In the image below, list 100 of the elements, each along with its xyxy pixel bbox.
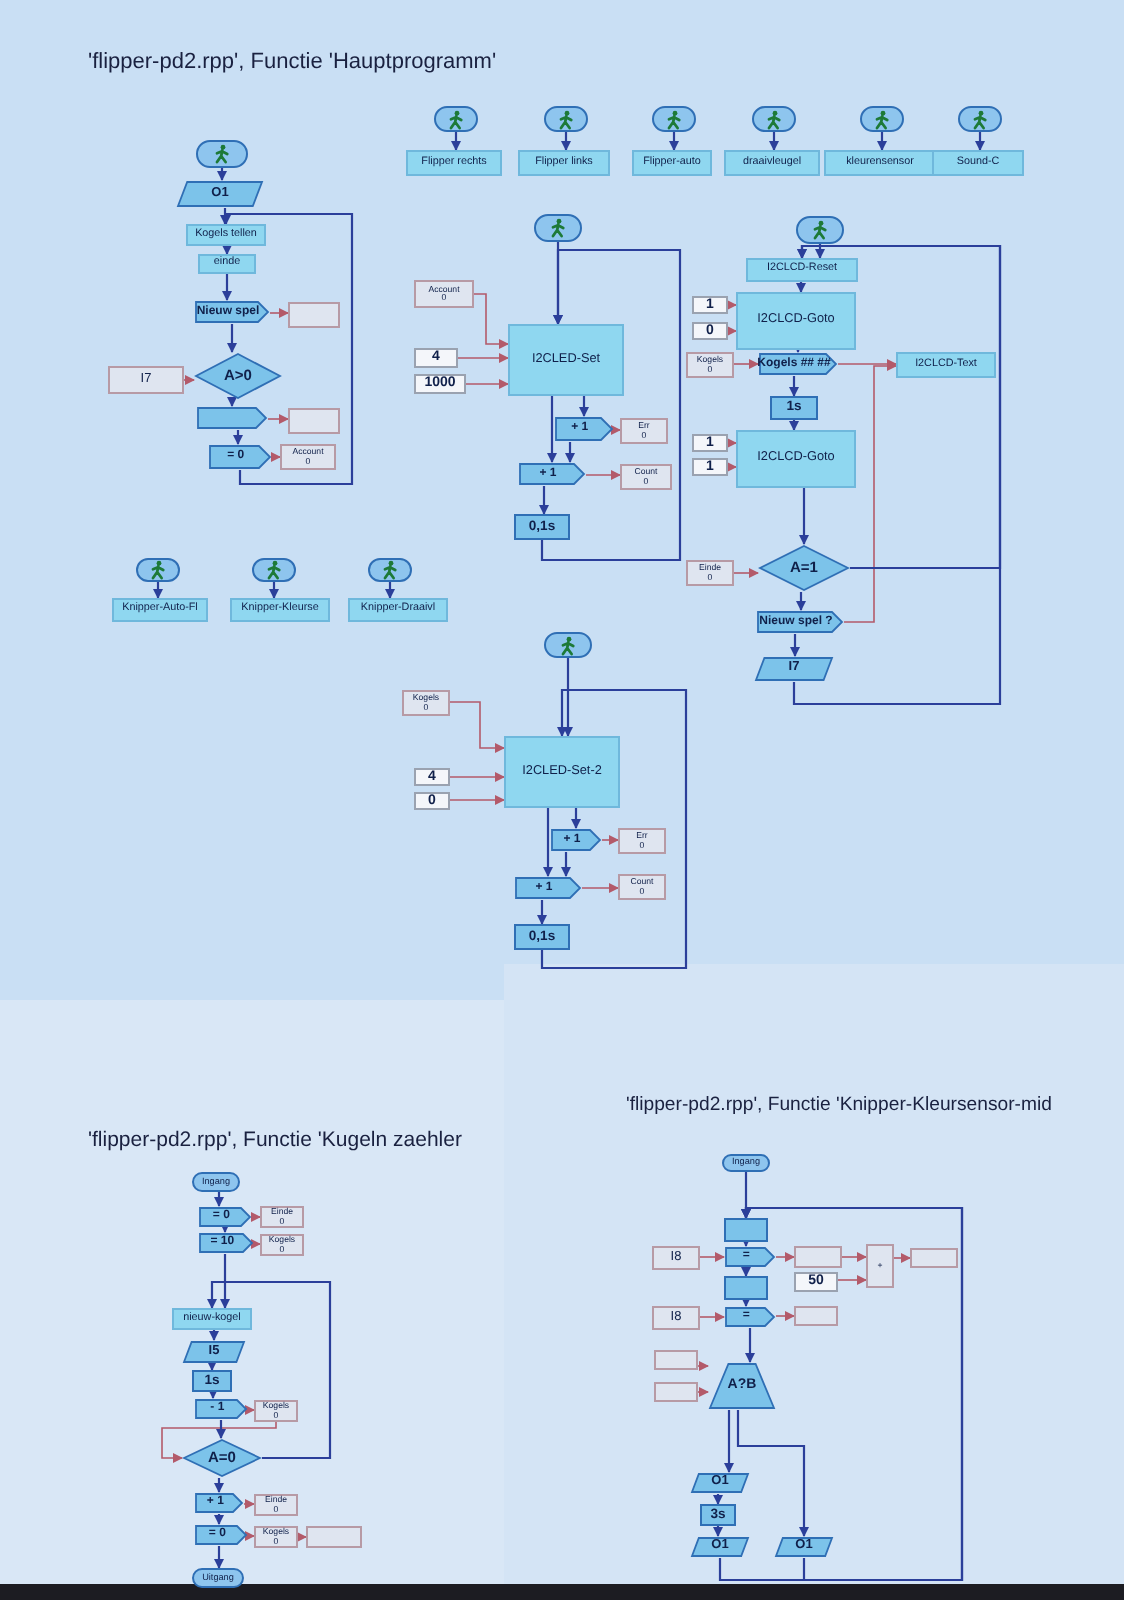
connector-arrow (741, 1267, 751, 1277)
constant-box (692, 434, 728, 452)
diagram-title: 'flipper-pd2.rpp', Functie 'Hauptprogramm' (88, 50, 497, 74)
compare-trapezoid (708, 1362, 776, 1410)
connector-arrow (713, 1526, 723, 1537)
connector-arrow (727, 326, 737, 336)
subprogram-box (406, 150, 502, 176)
start-pill (192, 1172, 240, 1192)
connector-arrow (449, 795, 505, 805)
start-pill (752, 106, 796, 132)
connector-arrow (741, 1297, 751, 1307)
connector-arrow (217, 168, 227, 181)
variable-box (654, 1382, 698, 1402)
start-pill (196, 140, 248, 168)
connector-arrow (727, 438, 737, 448)
connector-arrow (214, 1192, 224, 1207)
connector-arrow (724, 1410, 734, 1473)
variable-box (686, 560, 734, 586)
constant-box (794, 1272, 838, 1292)
connector-arrow (547, 396, 557, 463)
connector-arrow (745, 1328, 755, 1363)
connector-arrow (796, 592, 806, 611)
connector-arrow (214, 1478, 224, 1493)
variable-box (620, 464, 672, 490)
connector-arrow (561, 132, 571, 151)
connector-arrow (457, 353, 509, 363)
subprogram-block (504, 736, 620, 808)
wait-box (724, 1276, 768, 1300)
variable-box (910, 1248, 958, 1268)
wait-box (192, 1370, 232, 1392)
connector-arrow (537, 900, 547, 925)
constant-box (692, 322, 728, 340)
start-pill (434, 106, 478, 132)
connector-arrow (449, 701, 505, 753)
subprogram-box (632, 150, 712, 176)
output-box (182, 1340, 246, 1364)
connector-arrow (789, 420, 799, 431)
connector-arrow (227, 397, 237, 407)
connector-arrow (841, 1252, 867, 1262)
connector-arrow (245, 1531, 255, 1541)
connector-arrow (727, 462, 737, 472)
connector-arrow (877, 132, 887, 151)
connector-arrow (251, 1239, 261, 1249)
command-box (756, 610, 844, 634)
subprogram-box (518, 150, 610, 176)
subprogram-block (736, 292, 856, 350)
variable-box (866, 1244, 894, 1288)
variable-box (414, 280, 474, 308)
command-box (724, 1306, 776, 1328)
connector-arrow (539, 486, 549, 515)
variable-box (288, 408, 340, 434)
variable-box (260, 1206, 304, 1228)
start-pill (544, 632, 592, 658)
connector-arrow (790, 634, 800, 657)
connector-arrow (611, 425, 621, 435)
connector-arrow (837, 1275, 867, 1285)
connector-arrow (585, 470, 621, 480)
variable-box (254, 1494, 298, 1516)
branch-diamond (182, 1438, 262, 1478)
subprogram-box (824, 150, 936, 176)
connector-arrow (565, 442, 575, 463)
sheet-title: 'flipper-pd2.rpp', Functie 'Kugeln zaehler (88, 1128, 462, 1152)
variable-box (288, 302, 340, 328)
connector-arrow (775, 1252, 795, 1262)
connector-arrow (271, 452, 281, 462)
connector-arrow (975, 132, 985, 151)
start-pill (252, 558, 296, 582)
start-pill (796, 216, 844, 244)
start-pill (722, 1154, 770, 1172)
output-box (176, 180, 264, 208)
connector-arrow (699, 1252, 725, 1262)
connector-arrow (216, 1420, 226, 1439)
start-pill (136, 558, 180, 582)
connector-arrow (269, 582, 279, 599)
command-box (198, 1232, 254, 1254)
input-box (652, 1306, 700, 1330)
connector-arrow (222, 274, 232, 301)
connector-arrow (741, 1237, 751, 1247)
command-box (550, 828, 602, 852)
subprogram-box (724, 150, 820, 176)
connector-arrow (207, 1280, 332, 1460)
command-box (194, 1398, 248, 1420)
connector-arrow (233, 430, 243, 445)
input-box (652, 1246, 700, 1270)
wait-box (514, 924, 570, 950)
connector-arrow (269, 308, 289, 318)
start-pill (368, 558, 412, 582)
start-pill (652, 106, 696, 132)
connector-arrow (697, 1387, 709, 1397)
connector-arrow (227, 324, 237, 353)
connector-arrow (579, 396, 589, 417)
connector-arrow (713, 1494, 723, 1505)
connector-arrow (789, 376, 799, 397)
constant-box (414, 792, 450, 810)
connector-arrow (893, 1253, 911, 1263)
wait-box (700, 1504, 736, 1526)
subprogram-box (198, 254, 256, 274)
output-box (690, 1536, 750, 1558)
connector-arrow (571, 808, 581, 829)
connector-arrow (385, 582, 395, 599)
